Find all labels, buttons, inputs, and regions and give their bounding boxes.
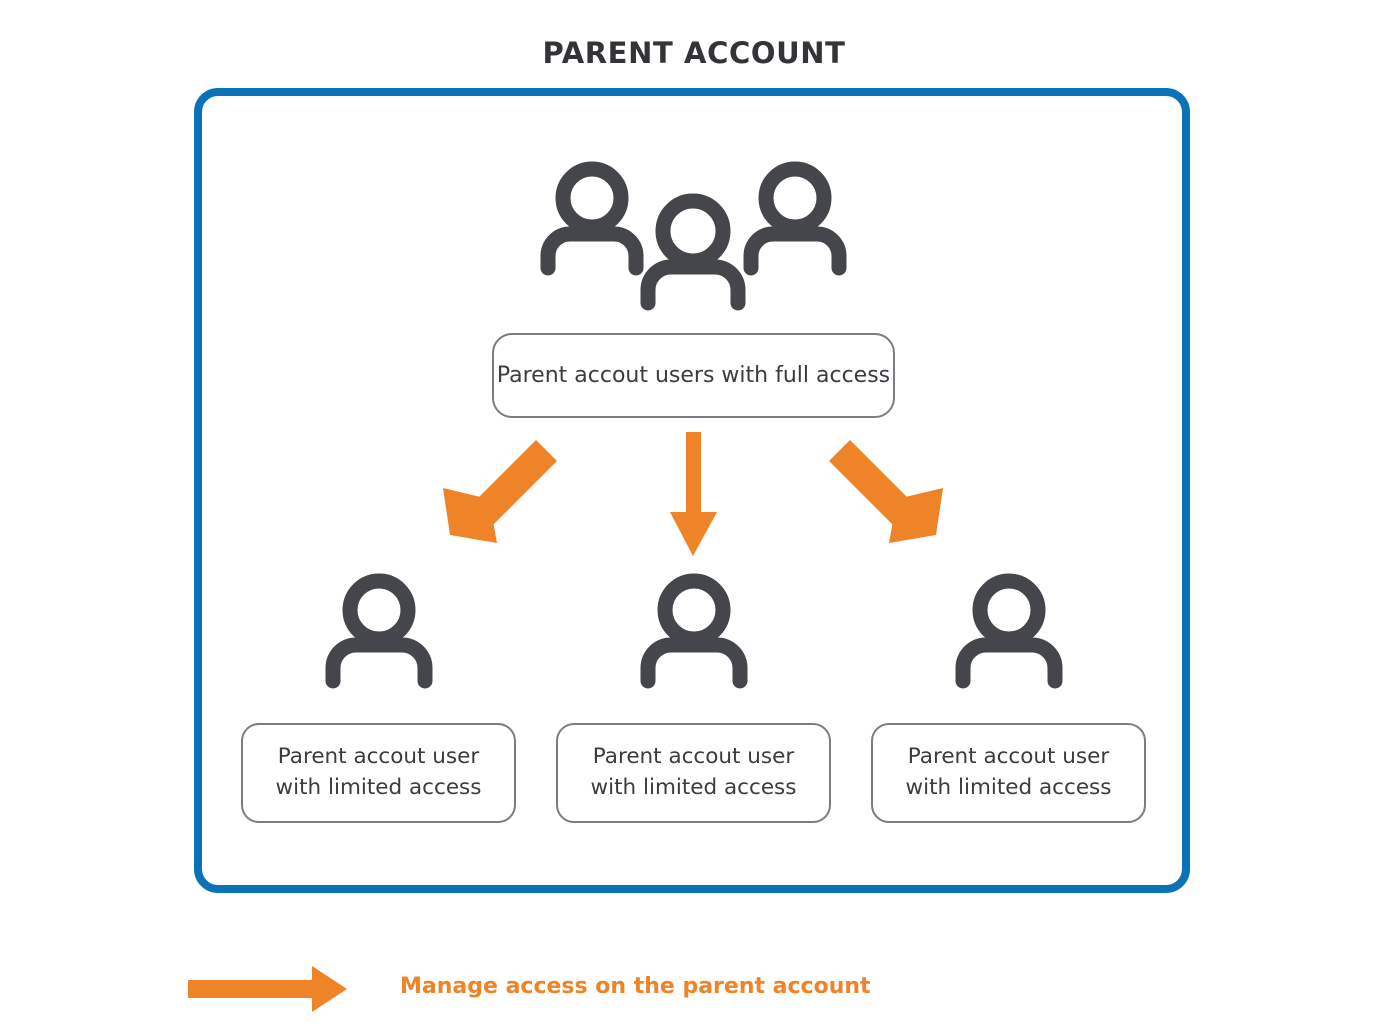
right-arrow-icon bbox=[188, 966, 347, 1012]
arrow-to-child-3 bbox=[829, 440, 943, 543]
child-user-label-1: Parent accout user with limited access bbox=[276, 742, 482, 803]
child-user-label-1-line1: Parent accout user bbox=[277, 744, 480, 770]
child-user-box-2: Parent accout user with limited access bbox=[556, 723, 831, 823]
single-user-icon-1 bbox=[325, 573, 433, 689]
child-user-label-1-line2: with limited access bbox=[275, 775, 482, 800]
child-user-label-3: Parent accout user with limited access bbox=[906, 742, 1112, 803]
arrow-to-child-1 bbox=[443, 440, 557, 543]
child-user-label-3-line1: Parent accout user bbox=[907, 744, 1110, 770]
child-user-box-1: Parent accout user with limited access bbox=[241, 723, 516, 823]
single-user-icon-2 bbox=[640, 573, 748, 689]
page-title: PARENT ACCOUNT bbox=[542, 36, 846, 70]
child-user-label-2-line2: with limited access bbox=[590, 775, 797, 800]
group-of-users-icon bbox=[540, 161, 847, 311]
child-user-label-2-line1: Parent accout user bbox=[592, 744, 795, 770]
parent-users-full-access-label: Parent accout users with full access bbox=[496, 362, 891, 388]
child-user-box-3: Parent accout user with limited access bbox=[871, 723, 1146, 823]
parent-users-full-access-box: Parent accout users with full access bbox=[492, 333, 895, 418]
child-user-label-3-line2: with limited access bbox=[905, 775, 1112, 800]
legend-label: Manage access on the parent account bbox=[400, 974, 871, 999]
single-user-icon-3 bbox=[955, 573, 1063, 689]
child-user-label-2: Parent accout user with limited access bbox=[591, 742, 797, 803]
arrow-to-child-2 bbox=[670, 432, 717, 556]
